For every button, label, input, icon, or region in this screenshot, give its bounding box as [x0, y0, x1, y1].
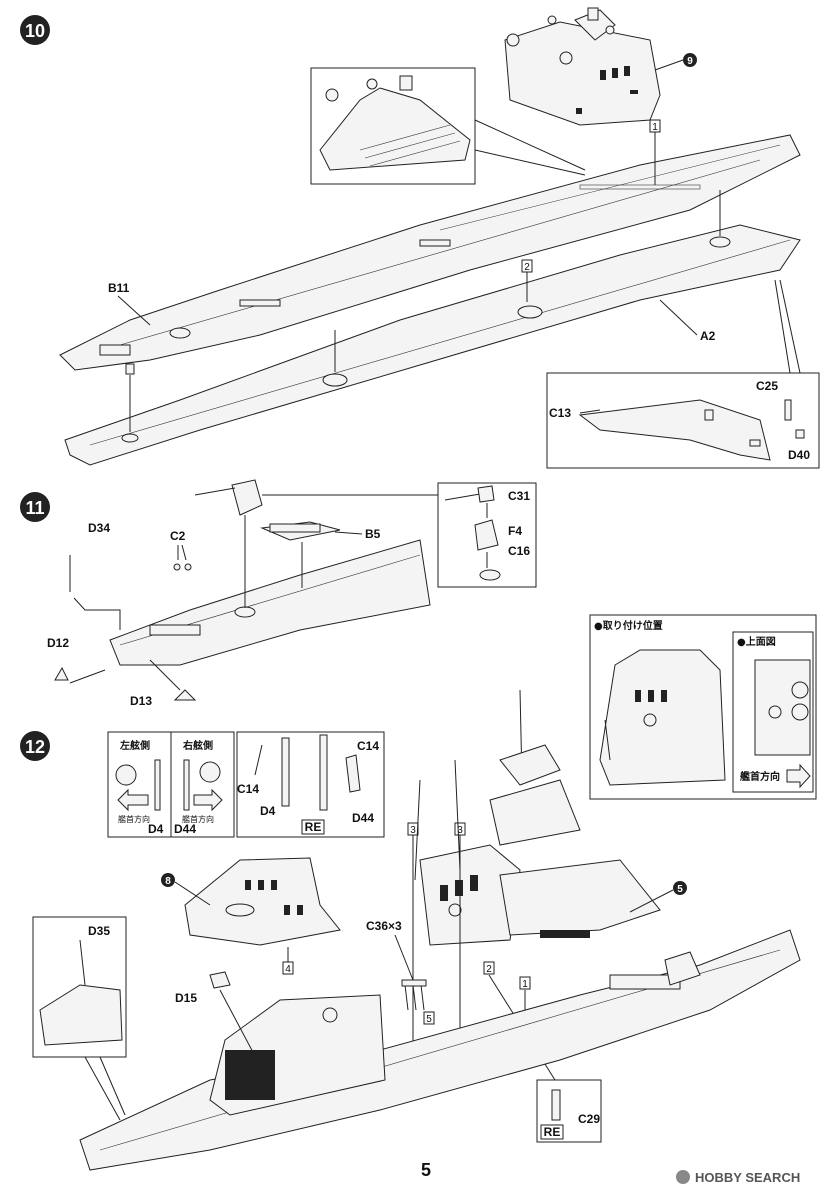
- label-c14-a: C14: [237, 782, 259, 796]
- c29-box: [536, 1079, 602, 1143]
- label-a2: A2: [700, 329, 716, 343]
- d15-part: [209, 971, 231, 989]
- label-d35: D35: [88, 924, 110, 938]
- sub-5-badge: [673, 881, 687, 895]
- side-box-d44: D44: [174, 822, 196, 836]
- label-c29: C29: [578, 1112, 600, 1126]
- step10-marker-1: 1: [652, 122, 658, 133]
- top-view-drawing: [754, 659, 811, 756]
- label-c2: C2: [170, 529, 186, 543]
- top-view-label: ●上面図: [737, 635, 776, 648]
- step-10-badge: [20, 15, 50, 45]
- step-11-badge: [20, 492, 50, 522]
- label-c13: C13: [549, 406, 571, 420]
- step-11: 11 B5 D34 C2: [20, 479, 817, 800]
- label-c14-b: C14: [357, 739, 379, 753]
- label-b11: B11: [108, 281, 130, 295]
- position-box: [589, 614, 817, 800]
- gun-turret: [194, 479, 263, 608]
- step-12-badge: [20, 731, 50, 761]
- re-badge-1: RE: [305, 820, 322, 834]
- davit-box: [236, 731, 385, 838]
- bow-direction-label: 艦首方向: [740, 770, 780, 783]
- label-d12: D12: [47, 636, 69, 650]
- stern-detail-drawing: [39, 939, 123, 1046]
- bow-direction-right: 艦首方向: [182, 814, 214, 824]
- position-view: [599, 649, 726, 786]
- watermark: HOBBY SEARCH: [676, 1170, 800, 1185]
- sub-8-number: 8: [165, 876, 171, 887]
- c36-parts: [401, 979, 427, 1011]
- marker-3a: 3: [410, 825, 416, 836]
- label-d40: D40: [788, 448, 810, 462]
- top-view-box: [732, 631, 814, 793]
- watermark-text: HOBBY SEARCH: [695, 1170, 800, 1185]
- label-b5: B5: [365, 527, 381, 541]
- port-side-label: 左舷側: [119, 739, 150, 752]
- main-hull: [79, 929, 801, 1171]
- sub-9-badge: [683, 53, 697, 67]
- label-d34: D34: [88, 521, 110, 535]
- label-f4: F4: [508, 524, 522, 538]
- davits: [254, 734, 361, 811]
- turret-detail-box: [437, 482, 537, 588]
- marker-3b: 3: [457, 825, 463, 836]
- step-10-number: 10: [25, 21, 45, 41]
- page-number: 5: [421, 1160, 431, 1180]
- label-d15: D15: [175, 991, 197, 1005]
- marker-2: 2: [486, 964, 492, 975]
- marker-4: 4: [285, 964, 291, 975]
- step-10-stern-box: [546, 372, 820, 469]
- sub-5-number: 5: [677, 884, 683, 895]
- superstructure-block-9: [504, 7, 661, 126]
- label-d4: D4: [260, 804, 276, 818]
- bow-direction-left: 艦首方向: [118, 814, 150, 824]
- marker-5: 5: [426, 1014, 432, 1025]
- aft-superstructure-8: [184, 857, 341, 946]
- detail-hangar-view: [319, 75, 471, 171]
- turret-exploded: [444, 485, 501, 581]
- step-12: 12 左舷側 右舷側 艦首方向 艦首方向 D4 D44 C14 C14 D4 D…: [20, 689, 801, 1171]
- bow-section: [109, 539, 431, 666]
- label-c16: C16: [508, 544, 530, 558]
- label-d44: D44: [352, 811, 374, 825]
- marker-1: 1: [522, 979, 528, 990]
- stern-detail: [578, 399, 805, 461]
- label-c36: C36×3: [366, 919, 402, 933]
- sub-9-number: 9: [687, 56, 693, 67]
- step-10: 10 9: [20, 7, 820, 469]
- starboard-side-label: 右舷側: [182, 739, 213, 752]
- step10-marker-2: 2: [524, 262, 530, 273]
- deck-b11: [59, 134, 801, 375]
- label-c25: C25: [756, 379, 778, 393]
- hull-a2: [64, 224, 801, 466]
- position-box-title: ●取り付け位置: [594, 619, 663, 632]
- step-10-detail-box: [310, 67, 476, 185]
- watermark-logo-icon: [676, 1170, 690, 1184]
- step-11-number: 11: [25, 498, 44, 518]
- step-12-number: 12: [25, 737, 45, 757]
- stern-detail-box: [32, 916, 127, 1058]
- sub-8-badge: [161, 873, 175, 887]
- label-d13: D13: [130, 694, 152, 708]
- label-c31: C31: [508, 489, 530, 503]
- re-badge-2: RE: [544, 1125, 561, 1139]
- main-superstructure-5: [419, 689, 661, 946]
- vls-b5: [260, 521, 341, 541]
- side-box-d4: D4: [148, 822, 164, 836]
